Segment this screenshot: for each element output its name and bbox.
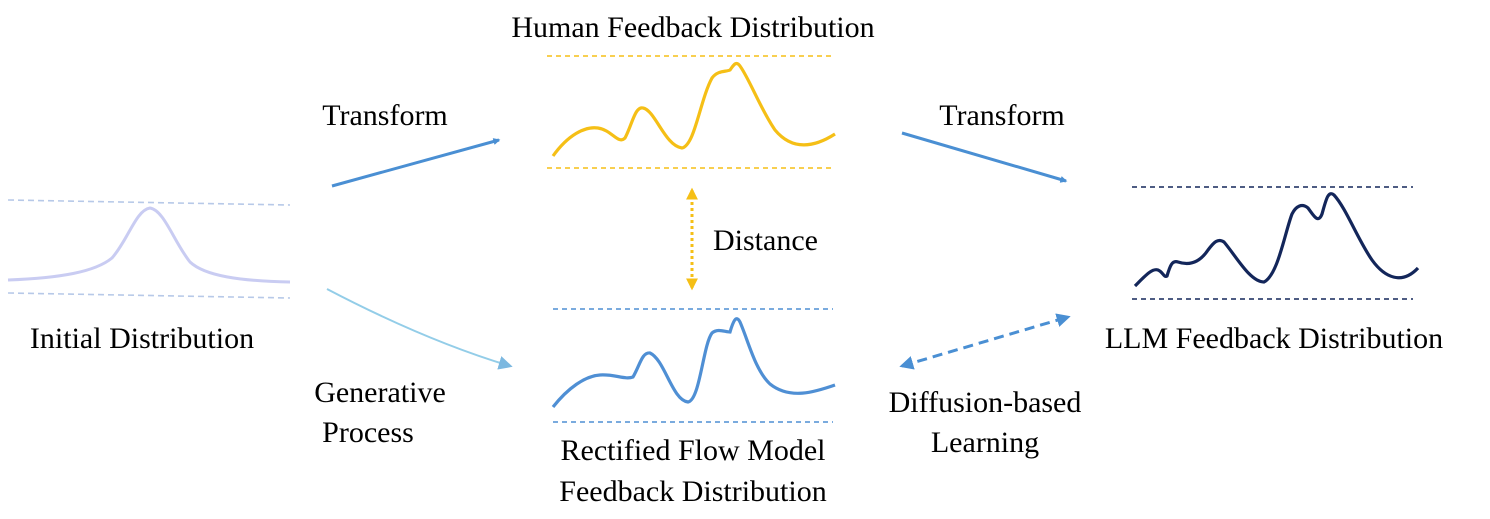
human-curve <box>551 61 836 157</box>
transform-right-label: Transform <box>939 99 1065 132</box>
initial-label: Initial Distribution <box>30 322 254 355</box>
initial-distribution: Initial Distribution <box>7 199 291 355</box>
llm-label: LLM Feedback Distribution <box>1105 322 1443 355</box>
rectified-curve <box>551 317 836 408</box>
generative-line <box>326 288 513 370</box>
initial-curve <box>7 206 291 284</box>
transform-arrow-left: Transform <box>322 99 501 188</box>
diffusion-line <box>899 313 1071 370</box>
llm-curve <box>1133 192 1420 288</box>
rectified-label-line1: Rectified Flow Model <box>561 434 826 467</box>
rectified-flow-distribution: Rectified Flow Model Feedback Distributi… <box>551 308 836 508</box>
human-feedback-distribution: Human Feedback Distribution <box>511 11 875 169</box>
transform-right-line <box>901 131 1068 183</box>
transform-left-label: Transform <box>322 99 448 132</box>
distance-arrow: Distance <box>686 187 818 291</box>
initial-upper-bound <box>7 199 291 206</box>
generative-process-arrow: Generative Process <box>314 288 513 449</box>
generative-label-line1: Generative <box>314 376 446 409</box>
transform-left-line <box>331 138 501 188</box>
diffusion-label-line1: Diffusion-based <box>889 386 1082 419</box>
generative-label-line2: Process <box>322 416 414 449</box>
rectified-label-line2: Feedback Distribution <box>559 475 826 508</box>
distance-label: Distance <box>713 224 818 257</box>
diffusion-learning-arrow: Diffusion-based Learning <box>889 313 1082 459</box>
human-label: Human Feedback Distribution <box>511 11 874 44</box>
llm-feedback-distribution: LLM Feedback Distribution <box>1105 186 1443 355</box>
transform-arrow-right: Transform <box>901 99 1068 183</box>
initial-lower-bound <box>7 292 291 299</box>
diffusion-label-line2: Learning <box>931 426 1039 459</box>
